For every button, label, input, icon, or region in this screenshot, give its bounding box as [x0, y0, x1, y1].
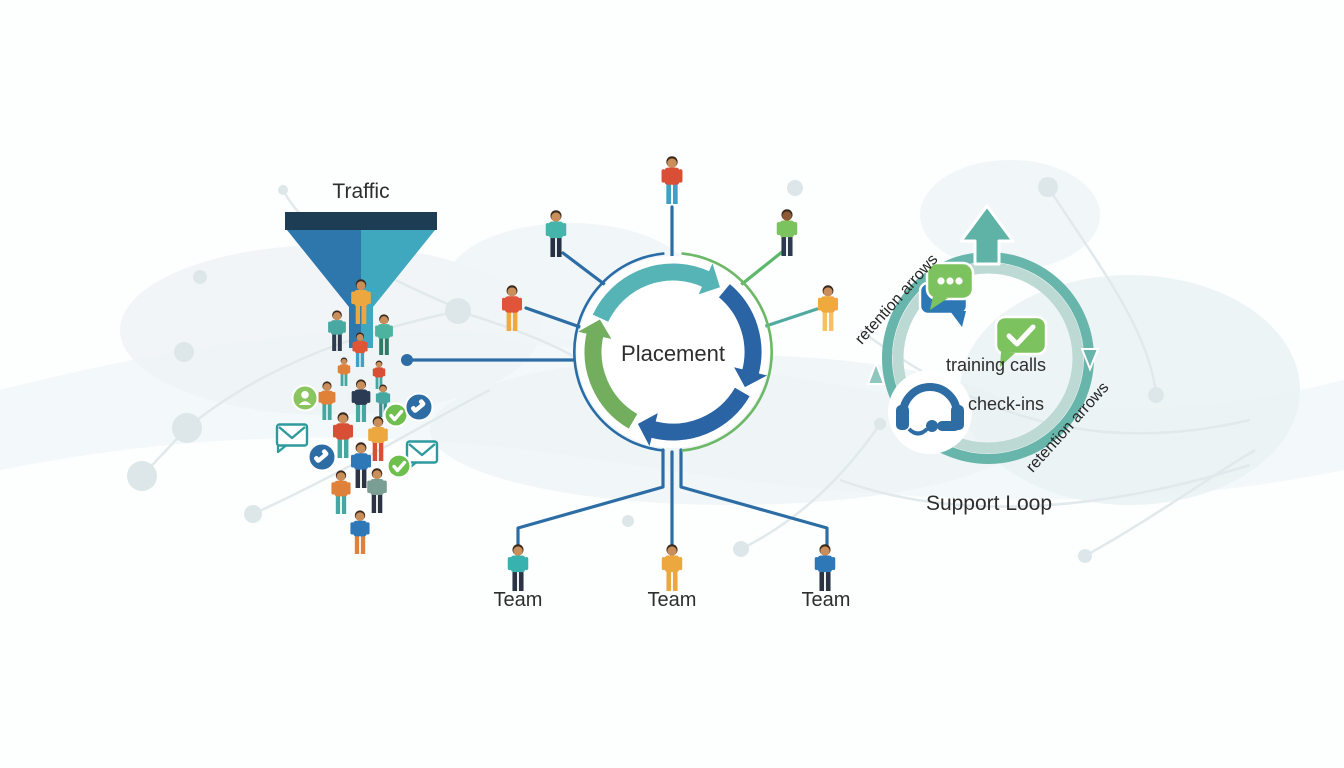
funnel-person-icon	[331, 470, 351, 514]
source-person-icon-right	[817, 285, 839, 331]
team-person-icon	[507, 544, 529, 591]
funnel-person-icon	[352, 332, 368, 367]
funnel-left-half	[287, 230, 361, 348]
funnel-right-half	[361, 230, 435, 348]
funnel-person-icon	[337, 357, 351, 386]
team-label-2: Team	[647, 589, 697, 611]
envelope-icon	[275, 423, 309, 454]
funnel-person-icon	[375, 314, 393, 355]
check-icon	[383, 402, 409, 428]
support-loop-label: Support Loop	[925, 492, 1053, 515]
people-layer	[318, 156, 839, 591]
placement-label: Placement	[621, 341, 725, 366]
funnel-person-icon	[350, 510, 370, 554]
contact-icons-layer	[275, 384, 439, 479]
check-icon	[386, 453, 412, 479]
funnel-top-bar	[285, 212, 437, 230]
connector-lines	[401, 205, 829, 548]
ring-arrow-up-icon	[866, 360, 886, 385]
team-label-1: Team	[493, 589, 543, 611]
phone-icon	[307, 442, 337, 472]
traffic-label: Traffic	[332, 180, 390, 203]
funnel-person-icon	[350, 442, 372, 488]
placement-cycle	[572, 252, 774, 452]
team-person-icon	[661, 544, 683, 591]
source-person-icon-top-left	[545, 210, 567, 257]
source-person-icon-top	[661, 156, 683, 204]
check-bubble-icon	[994, 315, 1048, 367]
support-up-arrow	[959, 204, 1015, 266]
team-label-3: Team	[801, 589, 851, 611]
funnel-person-icon	[318, 381, 336, 420]
check-ins-label: check-ins	[967, 394, 1045, 414]
source-person-icon-left	[501, 285, 523, 331]
funnel-person-icon	[328, 310, 346, 351]
headset-icon	[888, 370, 972, 454]
phone-icon	[404, 392, 434, 422]
user-icon	[291, 384, 319, 412]
chat-bubbles-icon	[918, 261, 975, 327]
background-network	[127, 177, 1256, 563]
funnel-person-icon	[351, 279, 371, 324]
funnel-person-icon	[367, 468, 387, 513]
funnel-person-icon	[351, 379, 371, 422]
funnel-person-icon	[332, 412, 354, 458]
source-person-icon-top-right	[776, 209, 798, 256]
support-loop-ring	[866, 204, 1100, 464]
ring-arrow-down-icon	[1080, 348, 1100, 372]
funnel-person-icon	[372, 360, 386, 389]
training-calls-label: training calls	[945, 355, 1047, 375]
team-person-icon	[814, 544, 836, 591]
traffic-funnel	[285, 212, 437, 348]
funnel-person-icon	[368, 416, 388, 461]
